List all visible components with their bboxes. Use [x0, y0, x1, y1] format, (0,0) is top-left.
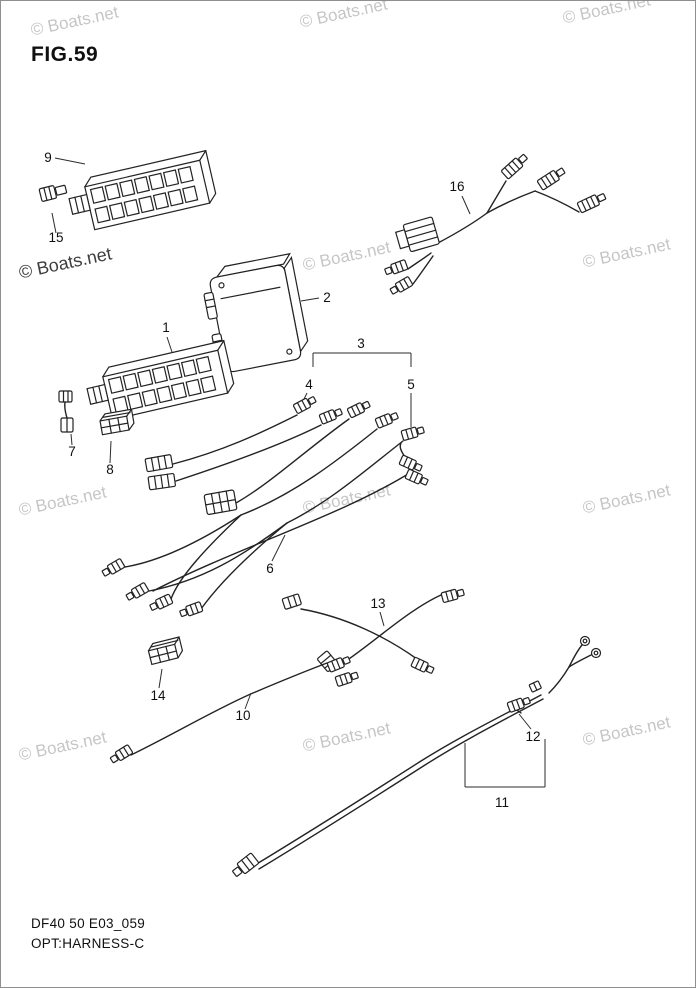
footer-name: OPT:HARNESS-C [31, 936, 145, 951]
part-10-harness [108, 654, 360, 766]
callout-16: 16 [449, 179, 464, 194]
part-8-connector [98, 408, 136, 436]
callout-10: 10 [235, 708, 250, 723]
part-12-connector [506, 680, 542, 714]
part-6-harness [100, 394, 430, 620]
part-1-fuse-box [82, 340, 237, 425]
callout-8: 8 [106, 462, 114, 477]
callout-1: 1 [162, 320, 170, 335]
callout-13: 13 [370, 596, 385, 611]
part-7-connector [58, 390, 74, 433]
part-14-connector [146, 636, 185, 666]
callout-14: 14 [150, 688, 166, 703]
callout-15: 15 [48, 230, 63, 245]
part-16-harness [383, 151, 608, 297]
callout-3: 3 [357, 336, 365, 351]
figure-title: FIG.59 [31, 43, 99, 66]
part-2-ecu [203, 252, 309, 373]
footer: DF40 50 E03_059 OPT:HARNESS-C [31, 914, 145, 954]
callout-4: 4 [305, 377, 313, 392]
callout-12: 12 [525, 729, 540, 744]
callout-7: 7 [68, 444, 76, 459]
callout-9: 9 [44, 150, 52, 165]
part-11-harness [232, 635, 602, 877]
callout-6: 6 [266, 561, 274, 576]
part-15-connector [38, 184, 68, 202]
footer-code: DF40 50 E03_059 [31, 916, 146, 931]
callout-5: 5 [407, 377, 415, 392]
callouts: 9 15 1 2 7 8 16 3 4 5 6 13 14 10 12 11 [44, 150, 540, 810]
callout-11: 11 [495, 795, 509, 810]
part-9-fuse-box [64, 150, 219, 235]
leader-lines [51, 157, 532, 730]
callout-2: 2 [323, 290, 331, 305]
